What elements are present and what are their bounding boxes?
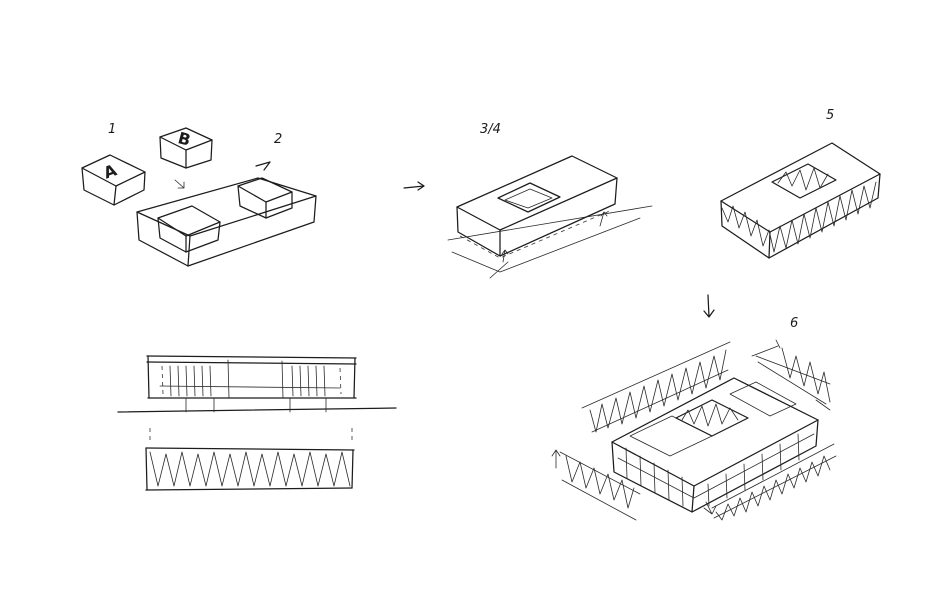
- block-a: A: [81, 154, 146, 206]
- step-label-2: 2: [274, 132, 282, 147]
- step-label-6: 6: [790, 316, 798, 331]
- arrow-down-icon: [703, 294, 715, 318]
- arrow-down-icon: [174, 179, 185, 189]
- elevation-group: [117, 355, 397, 491]
- slab-step-2: [136, 161, 317, 267]
- step-label-1: 1: [108, 122, 116, 137]
- arrow-right-icon: [403, 181, 425, 191]
- step-label-5: 5: [826, 108, 834, 123]
- step-5-group: 5: [720, 108, 881, 259]
- block-b-letter: B: [176, 128, 193, 150]
- block-b: B: [159, 127, 213, 169]
- step-1-2-group: 1 2 A B: [81, 122, 317, 267]
- step-label-3-4: 3/4: [480, 122, 501, 137]
- step-3-4-group: 3/4: [447, 122, 653, 279]
- step-6-group: 6: [551, 316, 837, 521]
